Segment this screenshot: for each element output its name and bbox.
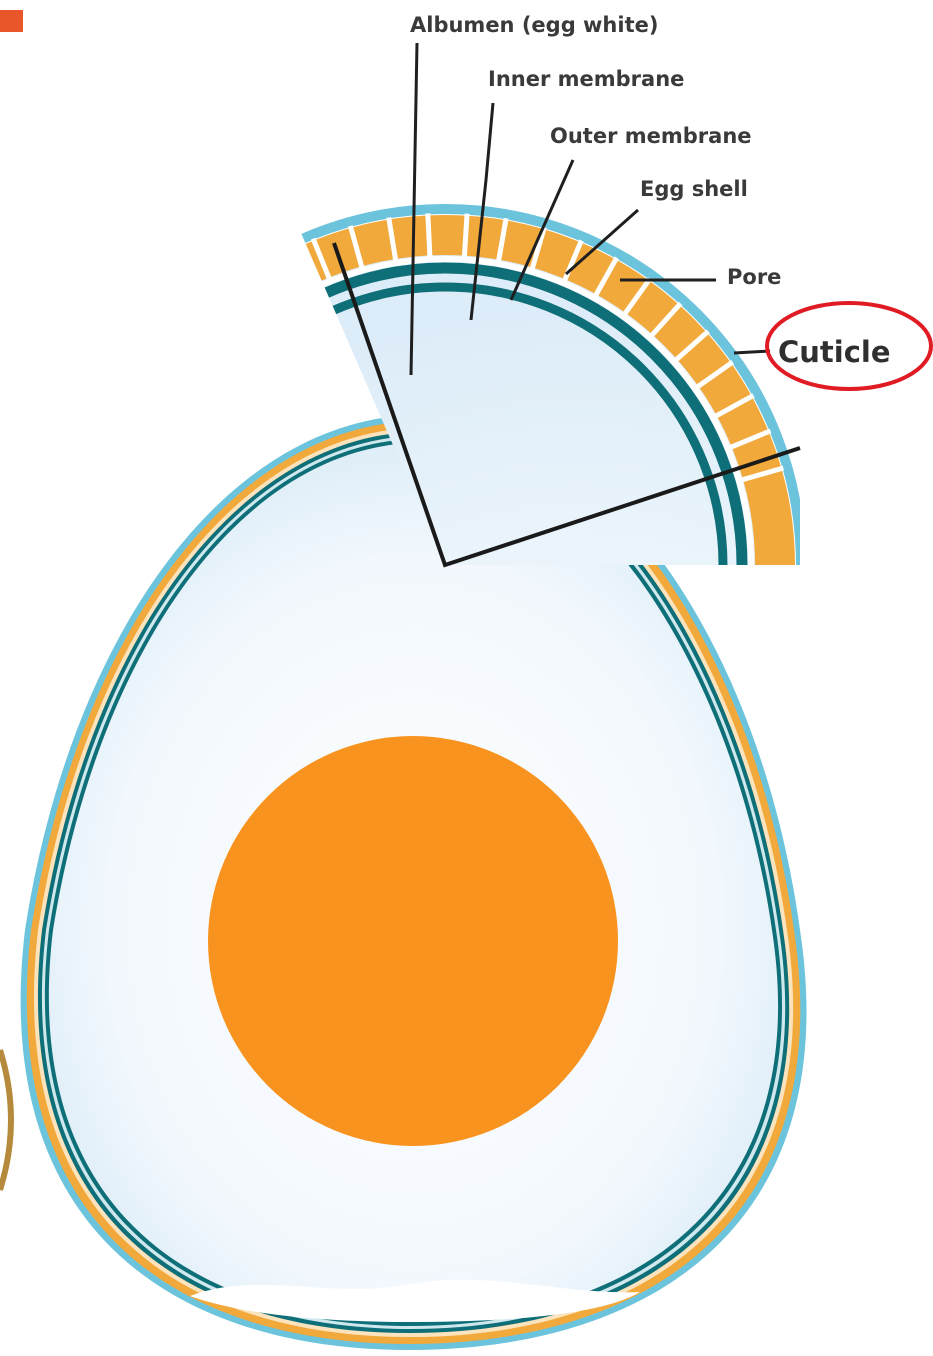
label-cuticle: Cuticle	[778, 335, 891, 369]
label-outer-membrane: Outer membrane	[550, 124, 752, 148]
label-inner-membrane: Inner membrane	[488, 67, 684, 91]
corner-tag	[0, 10, 23, 32]
label-pore: Pore	[727, 265, 781, 289]
pore-divider	[464, 214, 467, 258]
label-albumen: Albumen (egg white)	[410, 13, 658, 37]
yolk	[208, 736, 618, 1146]
leader-cuticle	[734, 351, 770, 353]
pore-divider	[428, 213, 430, 257]
label-egg-shell: Egg shell	[640, 177, 748, 201]
partial-egg-edge	[0, 1050, 11, 1190]
